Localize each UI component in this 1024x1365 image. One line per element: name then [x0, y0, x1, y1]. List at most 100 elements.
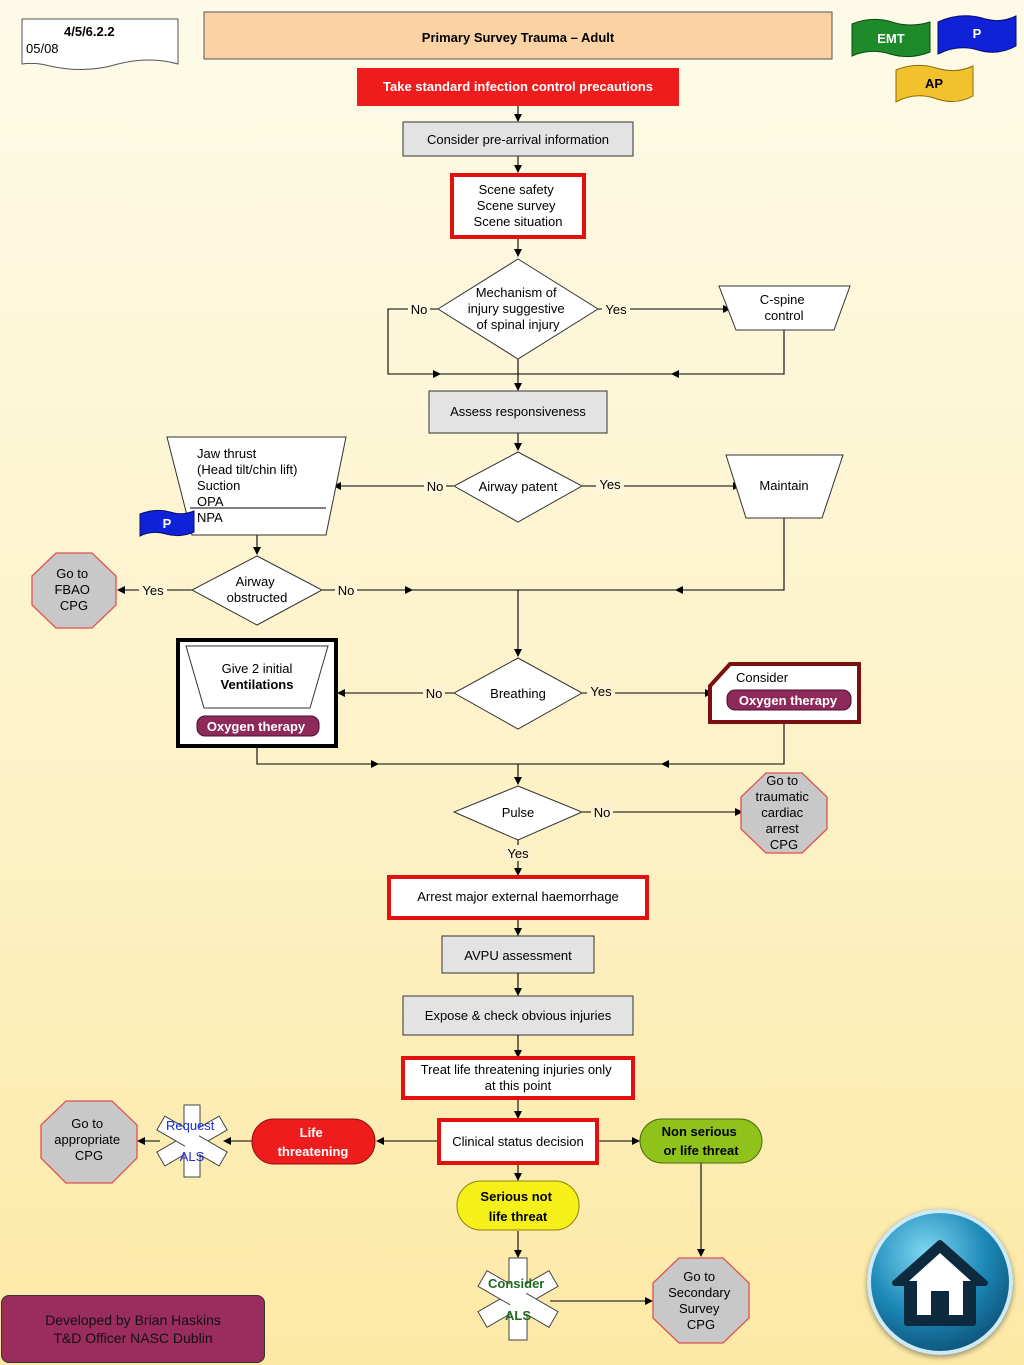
responsiveness-node: Assess responsiveness [428, 390, 608, 434]
expose-node: Expose & check obvious injuries [402, 995, 634, 1036]
p-flag: P [937, 15, 1017, 55]
star-of-life-icon [477, 1257, 559, 1341]
secondary-line: Secondary [668, 1285, 731, 1300]
serious-not-line: Serious not [480, 1189, 552, 1204]
appropriate-cpg-stop: Go to appropriate CPG [40, 1100, 138, 1184]
airway-maneuvers-node: Jaw thrust (Head tilt/chin lift) Suction… [139, 436, 347, 537]
appropriate-cpg-line: CPG [75, 1148, 103, 1163]
pre-arrival-node: Consider pre-arrival information [402, 121, 634, 157]
airway-patent-text: Airway patent [479, 479, 558, 494]
breathing-text: Breathing [490, 686, 546, 701]
appropriate-cpg-line: appropriate [54, 1132, 120, 1147]
home-icon [892, 1240, 988, 1326]
title-banner [203, 11, 833, 60]
airway-obstructed-decision: Airway obstructed [190, 555, 324, 626]
svg-text:Jaw thrust (Head tilt/ch: Jaw thrust (Head tilt/chin lift) Suction… [197, 446, 301, 525]
non-serious-line: Non serious [662, 1124, 737, 1139]
p-flag-label: P [973, 26, 982, 41]
clinical-status-text: Clinical status decision [452, 1134, 584, 1149]
credit-line: T&D Officer NASC Dublin [53, 1330, 213, 1346]
maintain-node: Maintain [725, 454, 844, 519]
emt-flag: EMT [851, 18, 931, 58]
svg-text:Consider ALS: Consider ALS [488, 1276, 548, 1323]
ventilations-line: Give 2 initial [222, 661, 293, 676]
secondary-survey-stop: Go to Secondary Survey CPG [652, 1257, 750, 1344]
maneuver-line: Suction [197, 478, 240, 493]
breathing-decision: Breathing [452, 657, 584, 730]
consider-als-star: Consider ALS [477, 1257, 559, 1341]
infection-text: Take standard infection control precauti… [383, 79, 653, 94]
svg-text:Go to traumatic ca: Go to traumatic cardiac arrest CPG [755, 773, 812, 852]
edge-label-no: No [427, 479, 444, 494]
clinical-status-node: Clinical status decision [437, 1118, 599, 1165]
cspine-line: C-spine [760, 292, 805, 307]
arrest-line: traumatic [755, 789, 809, 804]
life-threatening-line: threatening [278, 1144, 349, 1159]
non-serious-line: or life threat [663, 1143, 739, 1158]
svg-text:Non serious or life thre: Non serious or life threat [662, 1124, 741, 1158]
obstructed-line: Airway [236, 574, 276, 589]
home-button[interactable] [867, 1209, 1013, 1355]
fbao-stop: Go to FBAO CPG [31, 552, 117, 629]
npa-p-flag: P [139, 509, 195, 537]
svg-text:C-spine control: C-spine control [760, 292, 808, 323]
edge-label-no: No [426, 686, 443, 701]
svg-text:Life threatening: Life threatening [278, 1125, 349, 1159]
serious-not-node: Serious not life threat [456, 1180, 580, 1231]
consider-label: Consider [736, 670, 789, 685]
edge-label-yes: Yes [142, 583, 164, 598]
developer-credit: Developed by Brian Haskins T&D Officer N… [1, 1295, 265, 1363]
expose-text: Expose & check obvious injuries [425, 1008, 612, 1023]
maneuver-line: (Head tilt/chin lift) [197, 462, 297, 477]
ap-flag-label: AP [925, 76, 943, 91]
ref-tag: 4/5/6.2.2 05/08 [21, 18, 179, 71]
secondary-line: Survey [679, 1301, 720, 1316]
svg-text:Go to appropriate: Go to appropriate CPG [54, 1116, 123, 1163]
appropriate-cpg-line: Go to [71, 1116, 103, 1131]
edge-label-yes: Yes [605, 302, 627, 317]
oxygen-left-text: Oxygen therapy [207, 719, 306, 734]
consider-oxygen-node: Consider Oxygen therapy [708, 662, 861, 724]
mechanism-line: of spinal injury [476, 317, 560, 332]
mechanism-line: Mechanism of [476, 285, 557, 300]
svg-text:Airway obstructed: Airway obstructed [227, 574, 288, 605]
pulse-decision: Pulse [452, 785, 584, 841]
ventilations-node: Give 2 initial Ventilations Oxygen thera… [176, 638, 338, 748]
edge-label-no: No [594, 805, 611, 820]
edge-label-no: No [411, 302, 428, 317]
obstructed-line: obstructed [227, 590, 288, 605]
ap-flag: AP [895, 64, 974, 103]
emt-flag-label: EMT [877, 31, 905, 46]
oxygen-pill-right: Oxygen therapy [726, 689, 852, 711]
svg-text:Scene safety Scene surve: Scene safety Scene survey Scene situatio… [474, 182, 563, 229]
edge-label-yes: Yes [590, 684, 612, 699]
arrest-line: Go to [766, 773, 798, 788]
haemorrhage-text: Arrest major external haemorrhage [417, 889, 619, 904]
life-threatening-line: Life [300, 1125, 323, 1140]
npa-p-flag-label: P [163, 516, 172, 531]
arrest-line: cardiac [761, 805, 803, 820]
edge-label-yes: Yes [507, 846, 529, 861]
request-als-line: ALS [180, 1149, 205, 1164]
non-serious-node: Non serious or life threat [639, 1118, 763, 1164]
edge-labels: No Yes No Yes Yes No No Yes No Yes [139, 301, 630, 861]
scene-line: Scene survey [477, 198, 556, 213]
edge-label-yes: Yes [599, 477, 621, 492]
avpu-node: AVPU assessment [441, 935, 595, 974]
mechanism-line: injury suggestive [468, 301, 565, 316]
svg-text:Go to FBAO CPG: Go to FBAO CPG [54, 566, 93, 613]
svg-text:Mechanism of injury sugg: Mechanism of injury suggestive of spinal… [468, 285, 568, 332]
scene-node: Scene safety Scene survey Scene situatio… [450, 173, 586, 239]
consider-als-line: Consider [488, 1276, 544, 1291]
haemorrhage-node: Arrest major external haemorrhage [387, 875, 649, 920]
maneuver-line: OPA [197, 494, 224, 509]
svg-text:Serious not life threat: Serious not life threat [480, 1189, 555, 1224]
life-threatening-node: Life threatening [251, 1118, 376, 1165]
maneuver-line: Jaw thrust [197, 446, 257, 461]
star-of-life-icon [156, 1104, 228, 1178]
arrest-line: CPG [770, 837, 798, 852]
treat-line: Treat life threatening injuries only [421, 1062, 613, 1077]
traumatic-arrest-stop: Go to traumatic cardiac arrest CPG [740, 772, 828, 854]
